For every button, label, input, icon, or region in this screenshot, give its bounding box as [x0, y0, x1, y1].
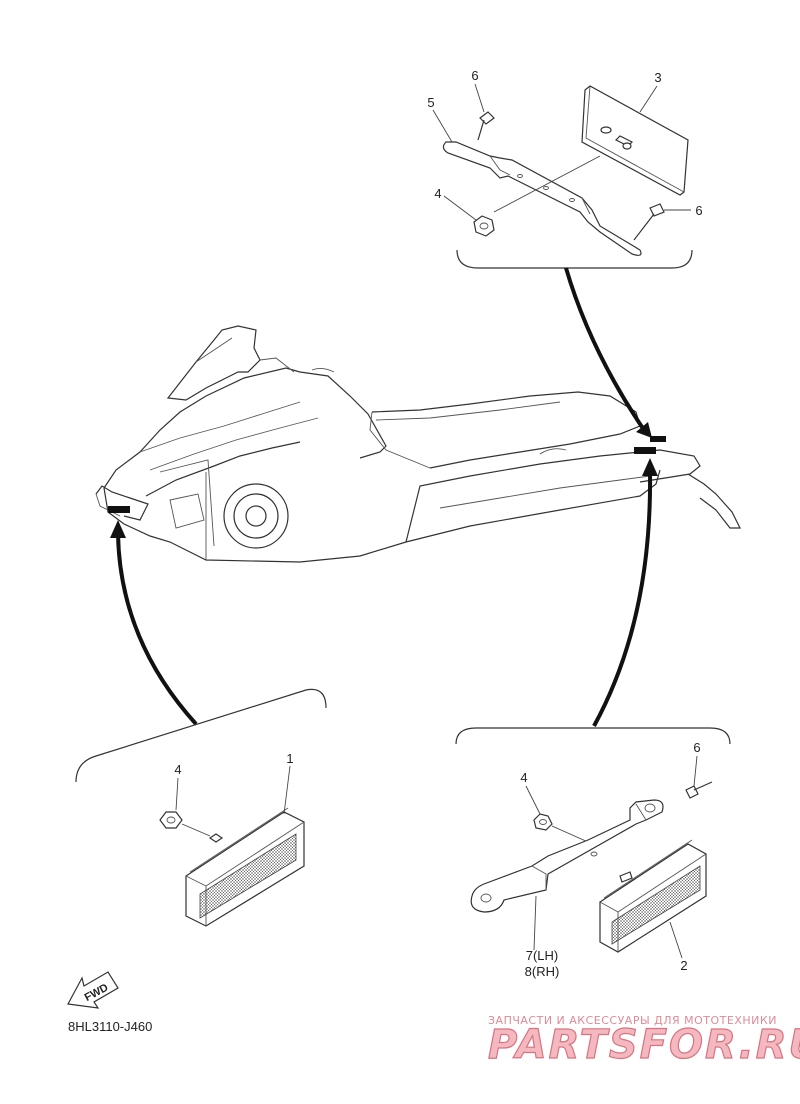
top-nut: [473, 215, 495, 237]
top-detail-group: 6 5 3 4 6: [427, 68, 703, 269]
watermark-brand: PARTSFOR.RU: [488, 1022, 800, 1068]
arrow-top-to-rear: [564, 267, 646, 432]
rear-reflector-location: [634, 447, 656, 454]
callout-top-reflector: 3: [654, 70, 661, 85]
top-bolt-upper: [477, 111, 495, 141]
top-reflector: [581, 85, 689, 196]
connector-arrows: [110, 267, 658, 727]
right-bolt: [685, 781, 713, 799]
watermark: ЗАПЧАСТИ И АКСЕССУАРЫ ДЛЯ МОТОТЕХНИКИ PA…: [487, 1014, 800, 1069]
callout-top-bolt-upper: 6: [471, 68, 478, 83]
right-bracket: [470, 799, 664, 913]
arrow-left-to-front: [116, 533, 198, 726]
callout-right-bracket-rh: 8(RH): [525, 964, 560, 979]
callout-top-nut: 4: [434, 186, 441, 201]
top-detail-frame: [456, 249, 693, 269]
rear-reflector-location-top: [650, 436, 666, 442]
watermark-tagline: ЗАПЧАСТИ И АКСЕССУАРЫ ДЛЯ МОТОТЕХНИКИ: [488, 1014, 777, 1027]
right-nut: [533, 813, 553, 831]
front-reflector-location: [108, 506, 130, 513]
arrow-right-to-rear: [592, 471, 653, 727]
callout-right-bracket-lh: 7(LH): [526, 948, 559, 963]
right-detail-frame: [455, 727, 731, 745]
right-reflector: [599, 839, 707, 953]
callout-top-bolt-lower: 6: [695, 203, 702, 218]
right-detail-group: 4 6 7(LH) 8(RH) 2: [455, 727, 731, 979]
callout-right-reflector: 2: [680, 958, 687, 973]
snowmobile-outline: [95, 325, 741, 563]
callout-right-bolt: 6: [693, 740, 700, 755]
left-detail-frame: [75, 688, 327, 783]
left-detail-group: 4 1: [75, 688, 327, 927]
top-bracket: [442, 141, 642, 256]
left-nut: [159, 811, 183, 829]
callout-left-nut: 4: [174, 762, 181, 777]
top-bolt-lower: [633, 203, 665, 241]
left-reflector: [185, 807, 305, 927]
callout-left-reflector: 1: [286, 751, 293, 766]
callout-top-bracket: 5: [427, 95, 434, 110]
callout-right-nut: 4: [520, 770, 527, 785]
diagram-code: 8HL3110-J460: [68, 1019, 152, 1034]
fwd-arrow: FWD: [67, 971, 119, 1009]
